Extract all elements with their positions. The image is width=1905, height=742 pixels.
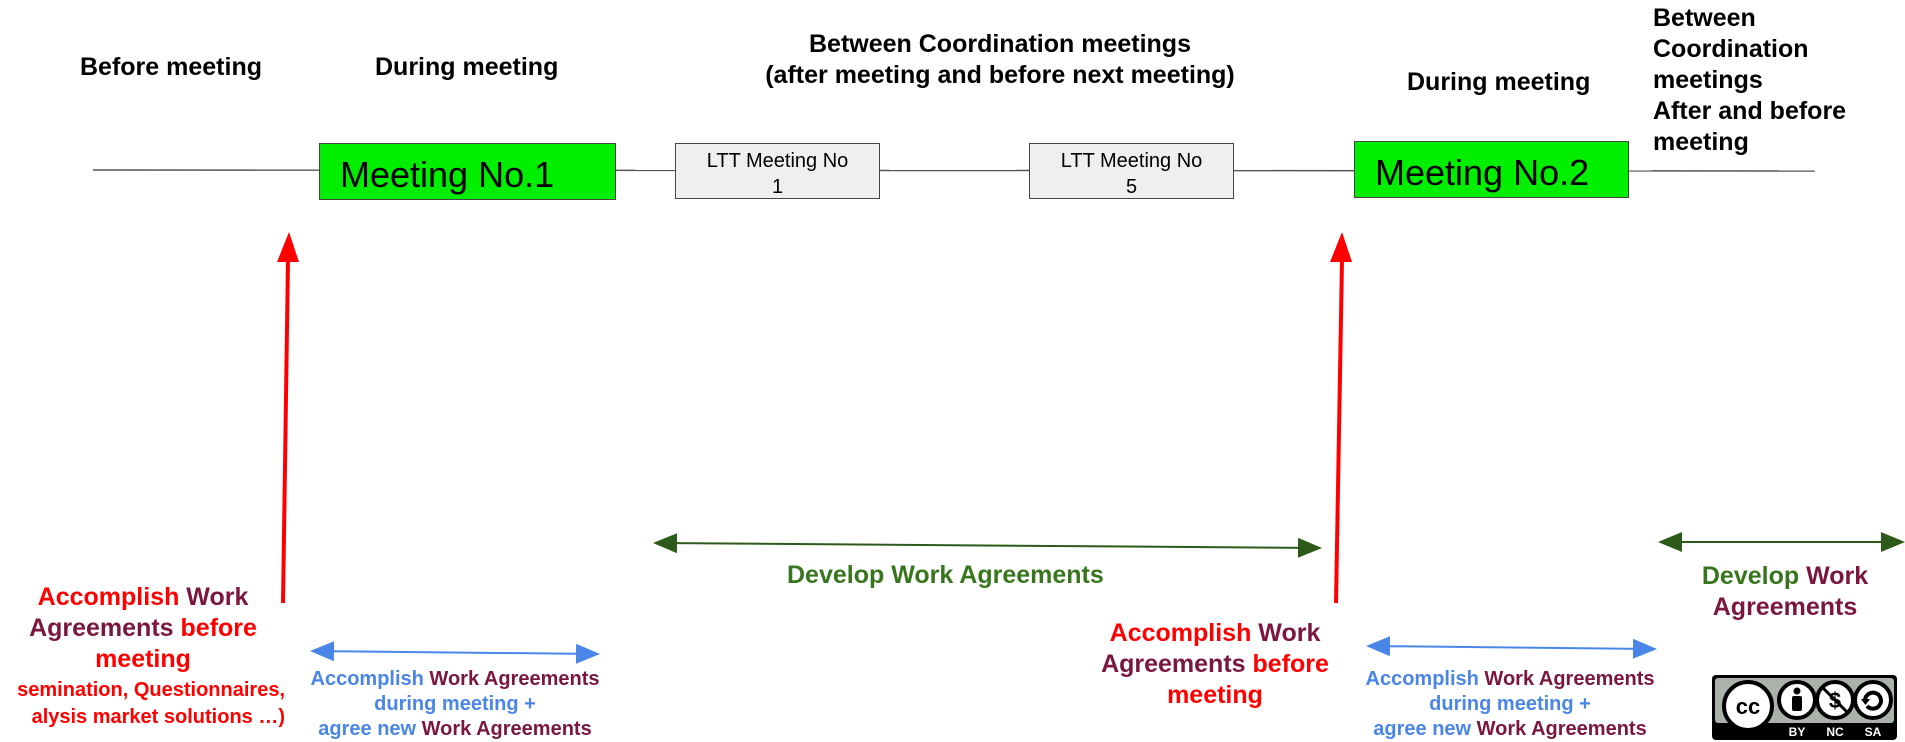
ltt-meeting-1-line1: LTT Meeting No — [706, 150, 849, 172]
meeting-2-label: Meeting No.2 — [1375, 152, 1590, 193]
phase-between-after-l2: Coordination — [1653, 35, 1809, 63]
badge-nc-label: NC — [1826, 725, 1844, 739]
sa-share-icon — [1853, 680, 1893, 720]
right-agreements-word: Agreements — [1101, 650, 1246, 678]
right-before-word: before — [1252, 650, 1329, 678]
during-2-work-agreements-2: Work Agreements — [1476, 718, 1647, 740]
left-detail-line2: alysis market solutions …) — [31, 706, 285, 728]
during-arrow-1 — [310, 641, 600, 664]
badge-by-label: BY — [1789, 725, 1806, 739]
ltt-meeting-5-box: LTT Meeting No 5 — [1029, 143, 1234, 199]
cc-icon: cc — [1722, 680, 1774, 732]
phase-between-after-l3: meetings — [1653, 66, 1763, 94]
during-meeting-2-note: Accomplish Work Agreements during meetin… — [1345, 667, 1675, 742]
right-work-word: Work — [1258, 619, 1321, 647]
ltt-meeting-5-line1: LTT Meeting No — [1060, 150, 1203, 172]
phase-between-line1: Between Coordination meetings — [809, 30, 1191, 58]
phase-between-after-l4: After and before — [1653, 97, 1847, 125]
during-2-work-agreements: Work Agreements — [1484, 668, 1655, 690]
during-2-during-text: during meeting + — [1429, 693, 1591, 715]
phase-during-meeting-2: During meeting — [1407, 68, 1591, 96]
meeting-2-box: Meeting No.2 — [1354, 141, 1629, 198]
meeting-1-box: Meeting No.1 — [319, 143, 616, 200]
red-arrow-right — [1330, 232, 1352, 604]
during-2-agree-new: agree new — [1373, 718, 1472, 740]
right-accomplish-note: Accomplish Work Agreements before meetin… — [1080, 618, 1350, 711]
develop-2-agreements: Agreements — [1712, 593, 1858, 621]
left-agreements-word: Agreements — [29, 614, 174, 642]
ltt-meeting-1-line2: 1 — [771, 176, 784, 198]
left-accomplish-detail: semination, Questionnaires, alysis marke… — [17, 677, 285, 731]
during-1-work-agreements-2: Work Agreements — [421, 718, 592, 740]
during-1-during-text: during meeting + — [374, 693, 536, 715]
left-before-word: before — [180, 614, 257, 642]
svg-text:cc: cc — [1736, 694, 1760, 719]
during-1-work-agreements: Work Agreements — [429, 668, 600, 690]
red-arrow-left — [277, 232, 299, 604]
left-meeting-word: meeting — [95, 645, 191, 673]
phase-between-after-l1: Between — [1653, 4, 1756, 32]
phase-between-after: Between Coordination meetings After and … — [1653, 3, 1846, 158]
left-work-word: Work — [186, 583, 249, 611]
right-accomplish-word: Accomplish — [1109, 619, 1252, 647]
during-1-agree-new: agree new — [318, 718, 417, 740]
during-1-accomplish: Accomplish — [310, 668, 424, 690]
develop-2-work: Work — [1806, 562, 1869, 590]
ltt-meeting-1-box: LTT Meeting No 1 — [675, 143, 880, 199]
by-person-icon — [1777, 680, 1817, 720]
nc-dollar-icon: $ — [1815, 680, 1855, 720]
left-accomplish-note: Accomplish Work Agreements before meetin… — [0, 582, 286, 675]
during-2-accomplish: Accomplish — [1365, 668, 1479, 690]
right-meeting-word: meeting — [1167, 681, 1263, 709]
left-accomplish-word: Accomplish — [37, 583, 180, 611]
develop-2-develop: Develop — [1701, 562, 1800, 590]
cc-license-badge: cc $ BY NC SA — [1712, 675, 1897, 740]
during-arrow-2 — [1366, 636, 1657, 659]
develop-work-agreements-2: Develop Work Agreements — [1680, 561, 1890, 623]
during-meeting-1-note: Accomplish Work Agreements during meetin… — [290, 667, 620, 742]
develop-work-agreements-1: Develop Work Agreements — [787, 561, 1104, 589]
phase-between-after-l5: meeting — [1653, 128, 1749, 156]
badge-sa-label: SA — [1865, 725, 1882, 739]
phase-between-meetings: Between Coordination meetings (after mee… — [700, 29, 1300, 91]
ltt-meeting-5-line2: 5 — [1125, 176, 1138, 198]
left-detail-line1: semination, Questionnaires, — [17, 679, 285, 701]
phase-during-meeting-1: During meeting — [375, 53, 559, 81]
phase-before-meeting: Before meeting — [80, 53, 262, 81]
develop-arrow-1 — [653, 533, 1322, 558]
phase-between-line2: (after meeting and before next meeting) — [765, 61, 1235, 89]
meeting-1-label: Meeting No.1 — [340, 154, 555, 195]
